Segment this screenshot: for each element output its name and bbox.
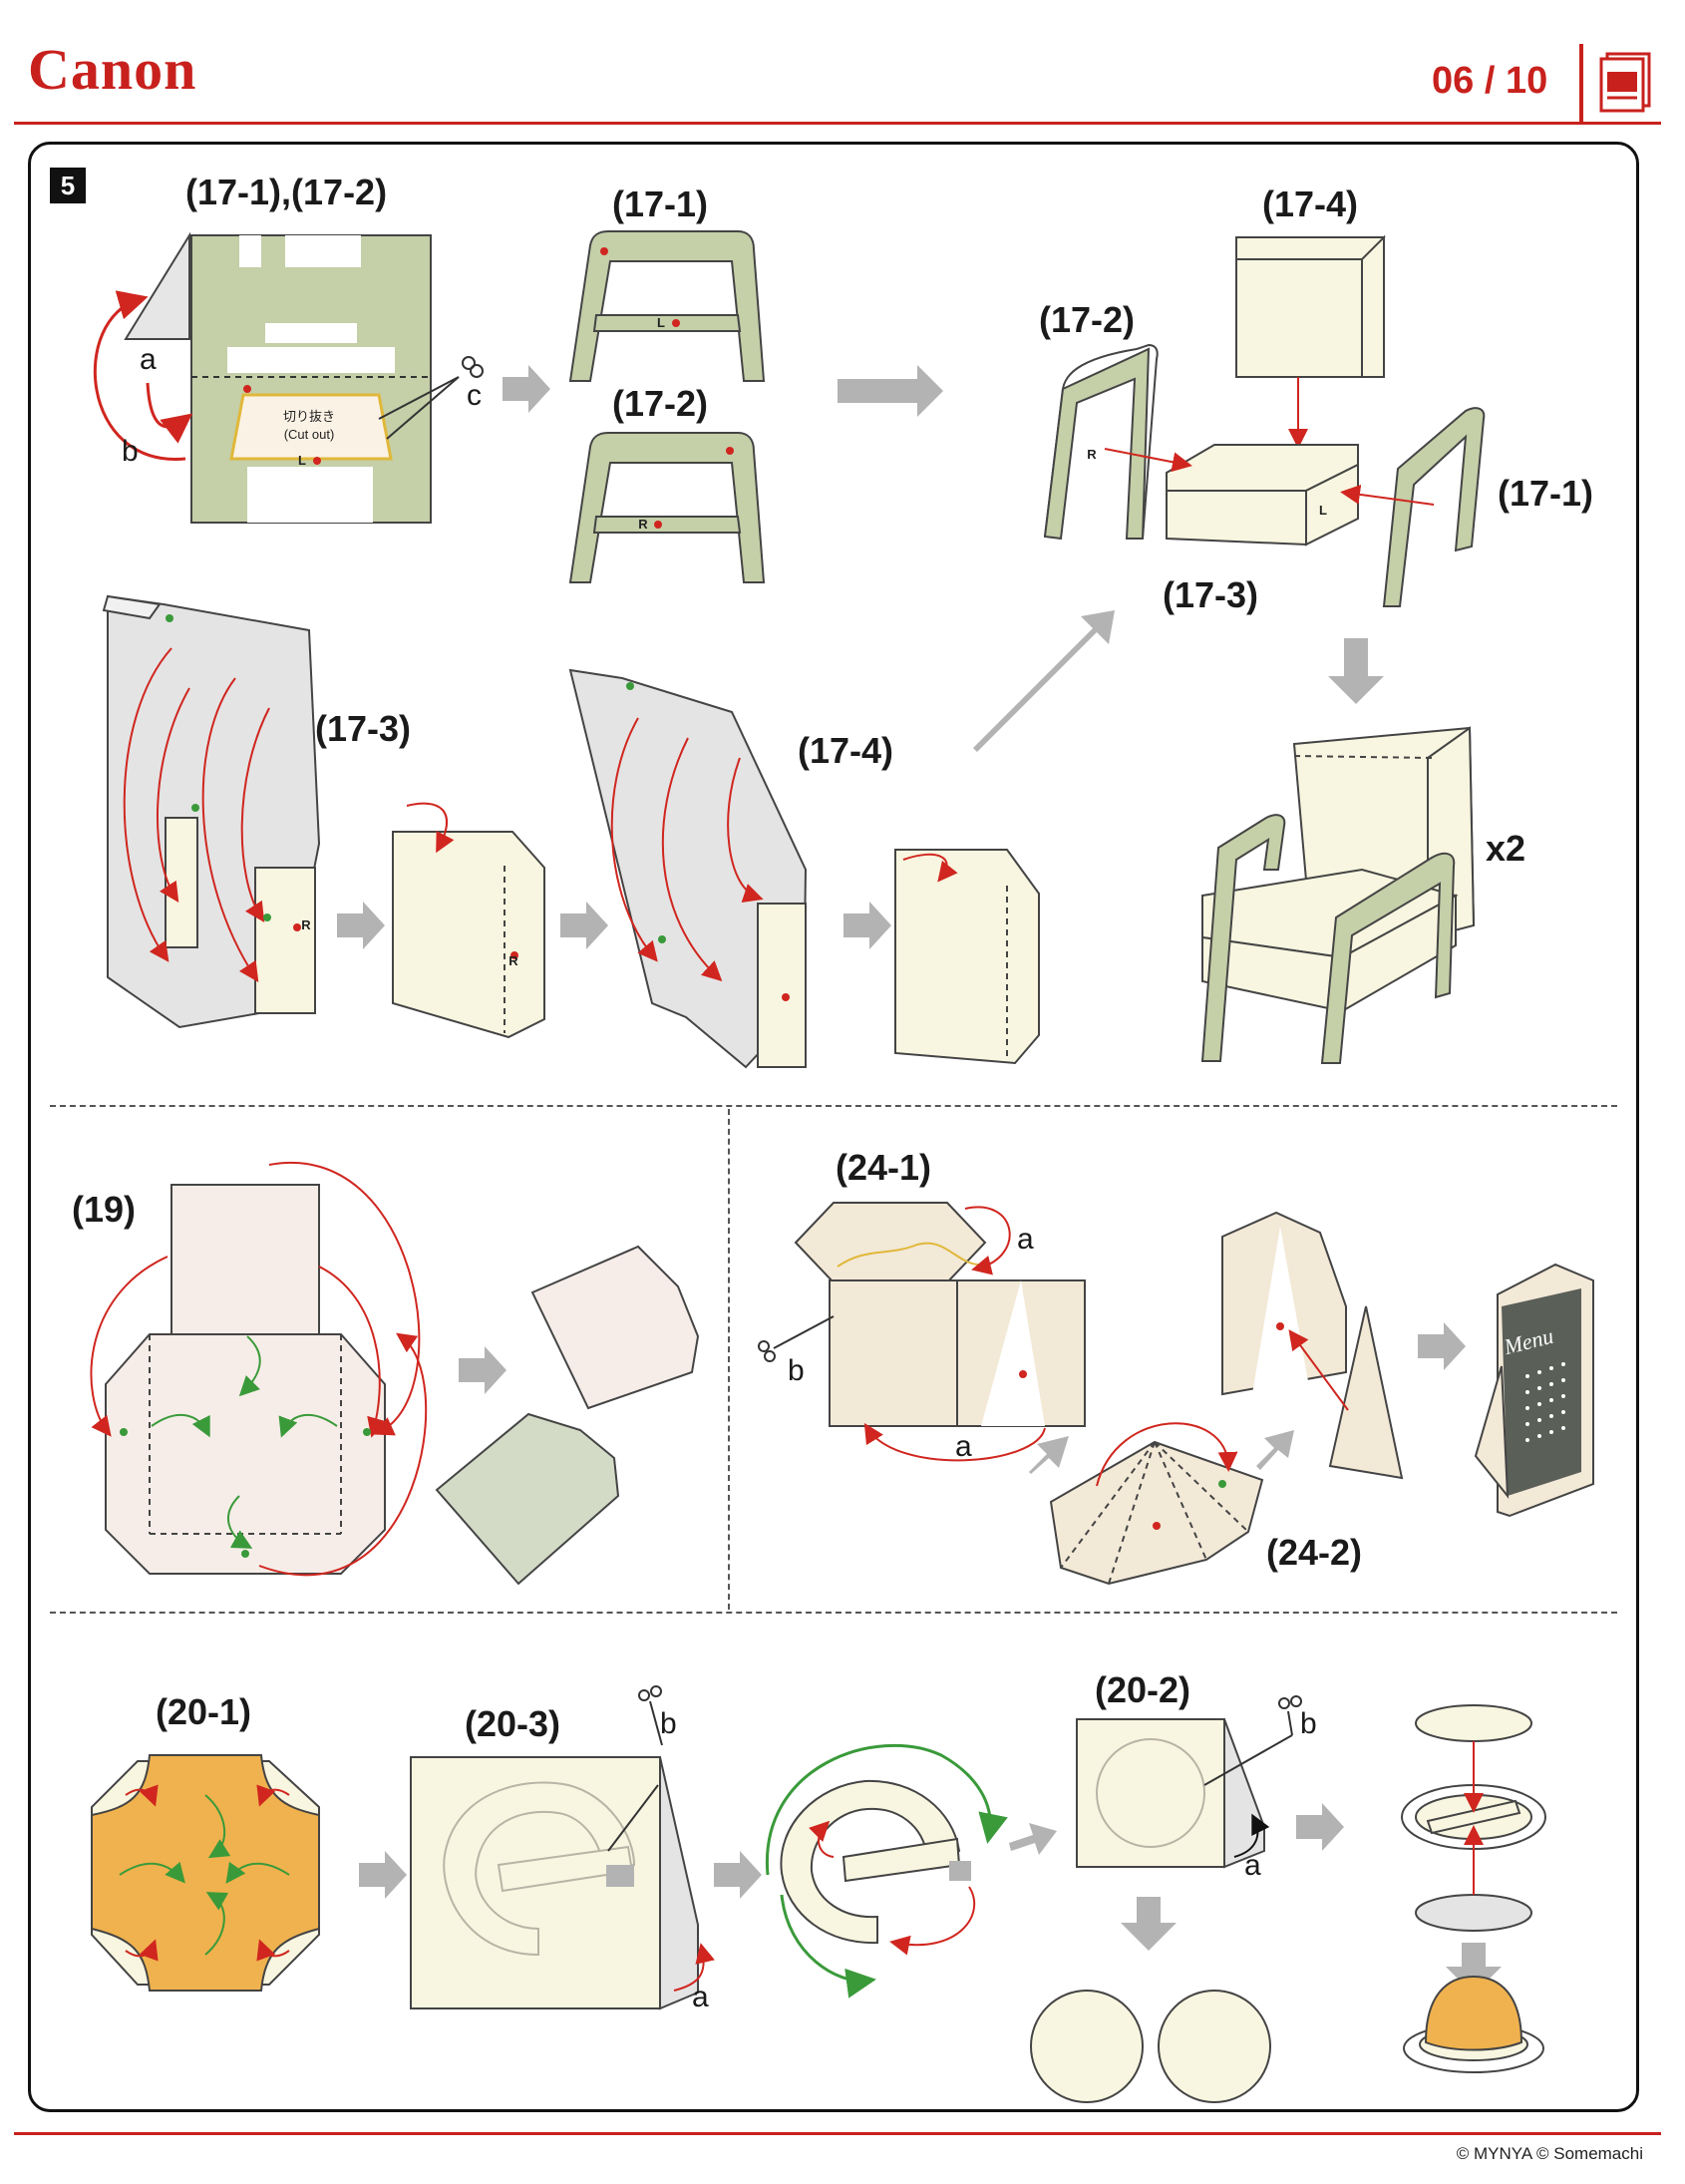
piece-17-3-box [392,802,545,1039]
piece-24-2 [1049,1422,1264,1586]
label-x2: x2 [1486,828,1526,869]
label-17-3-right: (17-3) [1163,574,1259,615]
scissors-icon [638,1685,663,1746]
fold-letter-a: a [1244,1849,1261,1882]
divider-lower [50,1612,1617,1614]
mark-L: L [657,315,665,330]
step-arrow [1328,638,1384,704]
header-divider [1579,44,1583,122]
step-arrow [1009,1823,1057,1855]
label-17-4-mid: (17-4) [798,730,894,771]
step-arrow [459,1346,506,1394]
fold-letter-a: a [140,343,157,376]
mark-R: R [638,517,648,532]
scissors-icon [378,356,484,440]
divider-upper [50,1105,1617,1107]
circle-piece [1030,1990,1144,2103]
step-arrow [503,365,550,413]
label-20-3: (20-3) [465,1703,561,1744]
fold-letter-b: b [122,435,139,468]
cut-letter-b: b [1300,1707,1317,1740]
finished-dish [1403,1975,1544,2073]
label-17-1-right: (17-1) [1498,473,1594,514]
step-arrow [560,902,608,949]
canon-logo: Canon [28,37,197,102]
mark-R: R [508,953,518,968]
label-24-1: (24-1) [836,1147,932,1188]
exploded-chair [1043,234,1486,607]
mark-L: L [298,453,306,468]
assembled-chair [1200,726,1476,1064]
fold-letter-a: a [692,1981,709,2013]
piece-19-folded [435,1245,700,1586]
fold-letter-a: a [955,1430,972,1463]
chair-side-17-2 [568,432,766,583]
menu-board [1474,1263,1594,1518]
step-badge: 5 [50,168,86,203]
piece-17-3-folding [102,594,321,1029]
label-24-2: (24-2) [1266,1532,1363,1573]
step-arrow [714,1851,762,1899]
header-rule [14,122,1661,125]
circle-piece [1158,1990,1271,2103]
sheet-17-12 [93,231,432,524]
fold-letter-a: a [1017,1223,1034,1256]
step-arrow [1418,1322,1466,1370]
chair-side-17-1 [568,230,766,382]
label-17-1-top: (17-1) [612,183,709,224]
piece-20-3 [410,1756,715,2010]
piece-17-4-folding [568,668,808,1069]
label-17-2-mid: (17-2) [612,383,709,424]
label-17-2-right: (17-2) [1039,299,1136,340]
step-arrow [1121,1897,1177,1951]
piece-19 [90,1161,428,1576]
instruction-panel [28,142,1639,2112]
step-arrow [1296,1803,1344,1851]
page-menu-icon[interactable] [1593,50,1655,114]
piece-20-1 [91,1754,320,1992]
label-17-4-top: (17-4) [1262,183,1359,224]
scissors-icon [1278,1695,1302,1736]
piece-20-2 [1076,1718,1293,1869]
page-number: 06 / 10 [1432,60,1548,102]
label-19: (19) [72,1189,137,1230]
mark-L: L [1319,503,1327,518]
scissors-icon [758,1315,835,1362]
piece-20-3-folding [766,1743,1008,1999]
step-arrow [1256,1430,1294,1470]
label-20-2: (20-2) [1095,1669,1191,1710]
step-arrow [1029,1436,1069,1474]
mark-R: R [301,917,311,932]
exploded-dish [1401,1704,1546,1932]
divider-middle-vertical [728,1109,730,1610]
step-arrow [838,365,943,417]
cutout-label-jp: 切り抜き [282,409,335,424]
mark-R: R [1087,447,1097,462]
footer-rule [14,2132,1661,2135]
label-20-1: (20-1) [156,1691,252,1732]
cut-letter-c: c [467,379,482,412]
step-arrow [843,902,891,949]
cut-letter-b: b [788,1354,805,1387]
piece-24-stand [1221,1211,1404,1480]
label-17-1-17-2: (17-1),(17-2) [185,172,388,212]
step-arrow [359,1851,407,1899]
step-arrow [1446,1943,1502,1995]
step-arrow [337,902,385,949]
label-17-3-left: (17-3) [315,708,412,749]
copyright: © MYNYA © Somemachi [1456,2144,1643,2163]
cutout-label-en: (Cut out) [283,427,335,442]
piece-24-1 [794,1202,1086,1462]
piece-17-4-box [894,849,1040,1065]
cut-letter-b: b [660,1707,677,1740]
step-arrow [973,610,1115,752]
